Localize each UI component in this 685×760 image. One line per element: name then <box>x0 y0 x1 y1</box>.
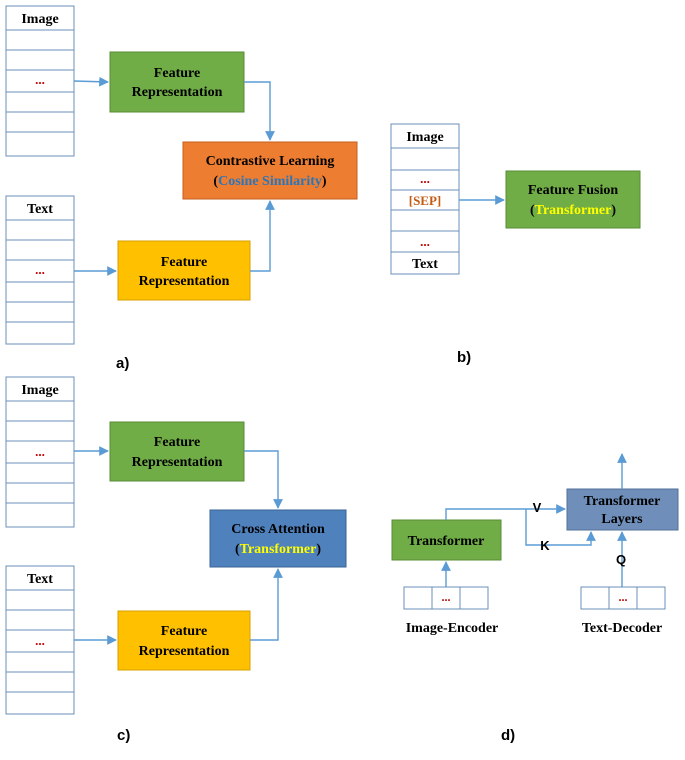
image-encoder-ellipsis: ... <box>442 590 451 604</box>
text-ellipsis: ... <box>35 262 45 277</box>
transformer-label: Transformer <box>408 534 485 549</box>
transformer-box: Transformer <box>391 519 502 561</box>
text-ellipsis-c: ... <box>35 633 45 648</box>
contrastive-title: Contrastive Learning <box>206 154 335 169</box>
image-column-header-c: Image <box>21 383 58 398</box>
text-decoder-tokens: ... <box>580 586 666 610</box>
image-feature-to-contrastive-arrow <box>244 81 275 141</box>
text-feature-line2: Representation <box>139 274 230 289</box>
text-token-column-c: Text ... <box>5 565 75 715</box>
image-ellipsis: ... <box>35 72 45 87</box>
sep-token: [SEP] <box>409 193 442 208</box>
image-feature-to-cross-arrow <box>244 450 283 509</box>
text-feature-box: Feature Representation <box>117 240 251 301</box>
text-feature-to-contrastive-arrow <box>250 200 275 272</box>
joint-ellipsis-bottom: ... <box>420 234 430 249</box>
joint-image-header: Image <box>406 130 443 145</box>
text-decoder-ellipsis: ... <box>619 590 628 604</box>
v-path-arrow <box>445 504 566 520</box>
panel-c: Image ... Text ... Feature Representatio… <box>5 376 347 744</box>
image-feature-line1: Feature <box>154 66 200 81</box>
image-feature-line2-c: Representation <box>132 455 223 470</box>
image-encoder-label: Image-Encoder <box>406 621 499 636</box>
joint-token-column: Image ... [SEP] ... Text <box>390 123 460 275</box>
image-feature-line1-c: Feature <box>154 435 200 450</box>
q-label: Q <box>616 552 626 567</box>
text-decoder-label: Text-Decoder <box>582 621 662 636</box>
feature-fusion-box: Feature Fusion (Transformer) <box>505 170 641 229</box>
text-feature-line1: Feature <box>161 255 207 270</box>
text-token-column: Text ... <box>5 195 75 345</box>
panel-a: Image ... Text ... Feature Representatio… <box>5 5 358 372</box>
text-feature-to-cross-arrow <box>250 568 283 641</box>
text-feature-line1-c: Feature <box>161 624 207 639</box>
contrastive-subtitle: (Cosine Similarity) <box>213 174 327 189</box>
panel-c-label: c) <box>117 727 130 744</box>
panel-b-label: b) <box>457 349 471 366</box>
image-feature-box: Feature Representation <box>109 51 245 113</box>
image-ellipsis-c: ... <box>35 444 45 459</box>
joint-ellipsis-top: ... <box>420 171 430 186</box>
fusion-title: Feature Fusion <box>528 183 619 198</box>
image-column-header: Image <box>21 12 58 27</box>
image-token-column-c: Image ... <box>5 376 75 528</box>
v-label: V <box>533 500 542 515</box>
text-column-header-c: Text <box>27 572 53 587</box>
text-feature-line2-c: Representation <box>139 644 230 659</box>
k-label: K <box>540 538 550 553</box>
panel-a-label: a) <box>116 355 129 372</box>
image-feature-line2: Representation <box>132 85 223 100</box>
transformer-layers-box: Transformer Layers <box>566 488 679 531</box>
image-to-feature-arrow <box>73 76 109 87</box>
transformer-layers-line1: Transformer <box>584 494 661 509</box>
k-path-arrow <box>525 509 596 546</box>
cross-attention-box: Cross Attention (Transformer) <box>209 509 347 568</box>
panel-d-label: d) <box>501 727 515 744</box>
fusion-subtitle: (Transformer) <box>530 203 616 218</box>
contrastive-learning-box: Contrastive Learning (Cosine Similarity) <box>182 141 358 200</box>
panel-b: Image ... [SEP] ... Text Feature Fusion … <box>390 123 641 366</box>
image-token-column: Image ... <box>5 5 75 157</box>
transformer-layers-line2: Layers <box>601 512 643 527</box>
text-column-header: Text <box>27 202 53 217</box>
joint-text-footer: Text <box>412 257 438 272</box>
cross-attention-subtitle: (Transformer) <box>235 542 321 557</box>
image-feature-box-c: Feature Representation <box>109 421 245 482</box>
text-feature-box-c: Feature Representation <box>117 610 251 671</box>
image-encoder-tokens: ... <box>403 586 489 610</box>
cross-attention-title: Cross Attention <box>231 522 325 537</box>
panel-d: Transformer Transformer Layers ... Image… <box>391 453 679 744</box>
